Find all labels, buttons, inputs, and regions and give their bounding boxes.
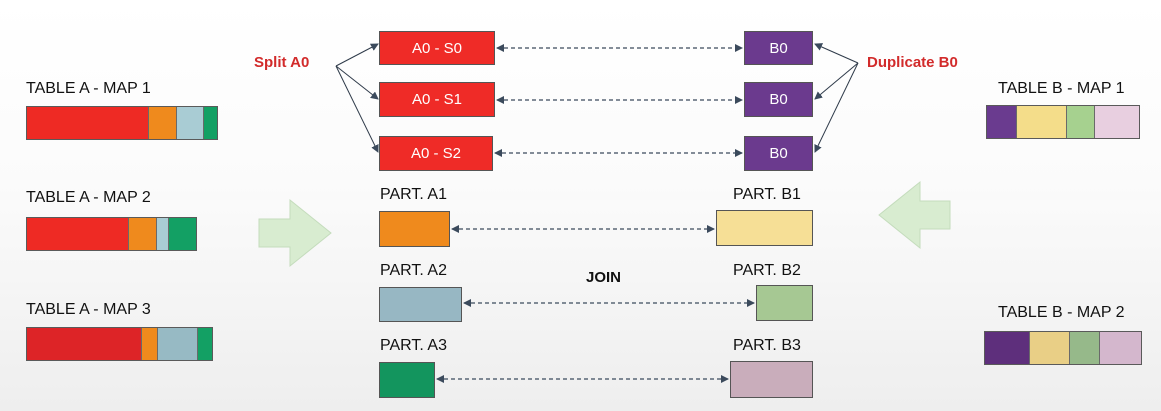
table-b-map-2-segment-1 [985, 332, 1031, 364]
join-label: JOIN [586, 269, 622, 286]
join-arrows [436, 44, 755, 383]
dup-line-b0-1 [814, 43, 859, 64]
table-b-map-1-segment-1 [987, 106, 1017, 138]
table-b-map-2-segment-3 [1069, 332, 1100, 364]
table-a-map-3-segment-3 [157, 328, 198, 360]
split-line-s1 [335, 65, 379, 100]
part-b2-label: PART. B2 [733, 262, 801, 279]
table-a-map-1-bar [26, 106, 218, 140]
table-a-map-2-segment-2 [129, 218, 157, 250]
part-b1-box [716, 210, 813, 246]
table-b-map-2-segment-2 [1030, 332, 1070, 364]
table-a-map-2-segment-4 [168, 218, 196, 250]
right-block-arrow [258, 198, 332, 268]
part-b1-label: PART. B1 [733, 186, 801, 203]
table-b-map-1-bar [986, 105, 1140, 139]
table-a-map-2-bar [26, 217, 197, 251]
duplicate-box-b0-2: B0 [744, 82, 813, 117]
split-box-a0-s1: A0 - S1 [379, 82, 495, 117]
part-a3-box [379, 362, 435, 398]
table-a-map-2-segment-1 [27, 218, 129, 250]
table-a-map-3-segment-4 [197, 328, 212, 360]
part-a1-box [379, 211, 450, 247]
table-b-map-1-label: TABLE B - MAP 1 [998, 80, 1125, 97]
part-a2-label: PART. A2 [380, 262, 447, 279]
table-a-map-3-segment-1 [27, 328, 142, 360]
table-a-map-2-segment-3 [156, 218, 169, 250]
duplicate-box-b0-1: B0 [744, 31, 813, 65]
split-box-a0-s0: A0 - S0 [379, 31, 495, 65]
table-b-map-1-segment-4 [1094, 106, 1139, 138]
part-a2-box [379, 287, 462, 322]
split-a0-title: Split A0 [254, 54, 310, 71]
table-a-map-1-segment-1 [27, 107, 149, 139]
table-a-map-1-segment-3 [177, 107, 204, 139]
part-a1-label: PART. A1 [380, 186, 447, 203]
table-b-map-1-segment-2 [1016, 106, 1067, 138]
table-a-map-3-label: TABLE A - MAP 3 [26, 301, 151, 318]
duplicate-b0-title: Duplicate B0 [867, 54, 958, 71]
table-b-map-2-segment-4 [1099, 332, 1141, 364]
split-fan-lines [335, 43, 379, 153]
table-a-map-1-label: TABLE A - MAP 1 [26, 80, 151, 97]
table-b-map-2-bar [984, 331, 1142, 365]
left-block-arrow [878, 180, 951, 250]
table-a-map-3-segment-2 [142, 328, 158, 360]
table-a-map-3-bar [26, 327, 213, 361]
part-b3-label: PART. B3 [733, 337, 801, 354]
dup-line-b0-2 [814, 62, 859, 100]
split-line-s2 [335, 65, 379, 153]
split-line-s0 [335, 43, 379, 67]
part-a3-label: PART. A3 [380, 337, 447, 354]
table-a-map-2-label: TABLE A - MAP 2 [26, 189, 151, 206]
table-b-map-1-segment-3 [1066, 106, 1095, 138]
dup-line-b0-3 [814, 62, 859, 153]
part-b3-box [730, 361, 813, 398]
table-b-map-2-label: TABLE B - MAP 2 [998, 304, 1125, 321]
table-a-map-1-segment-2 [149, 107, 177, 139]
table-a-map-1-segment-4 [204, 107, 217, 139]
duplicate-box-b0-3: B0 [744, 136, 813, 171]
split-box-a0-s2: A0 - S2 [379, 136, 493, 171]
part-b2-box [756, 285, 813, 321]
duplicate-fan-lines [814, 43, 859, 153]
